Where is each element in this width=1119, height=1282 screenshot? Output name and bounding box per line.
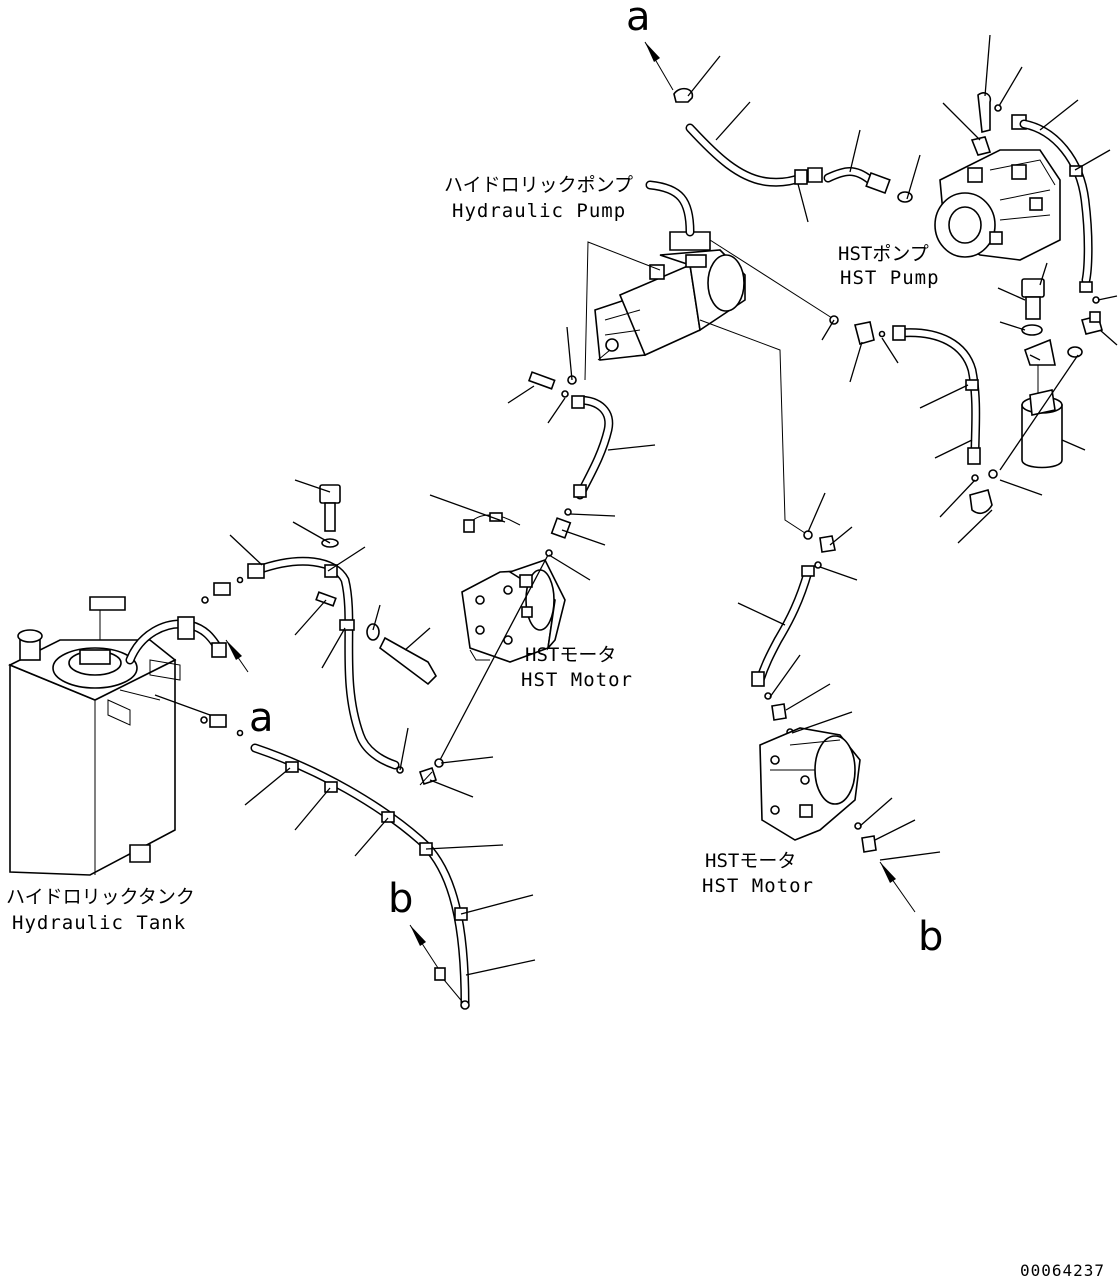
hydraulic-tank bbox=[8, 596, 181, 876]
part-labels: ハイドロリックポンプ Hydraulic Pump HSTポンプ HST Pum… bbox=[6, 174, 940, 934]
hst-motor-upper bbox=[461, 559, 566, 663]
connector-b-hose: b bbox=[388, 876, 413, 922]
pilot-pipe bbox=[463, 512, 521, 533]
hydraulic-tank-label-jp: ハイドロリックタンク bbox=[6, 886, 195, 908]
hose-tank-to-b bbox=[250, 743, 470, 1010]
connector-letters: a a b b bbox=[249, 0, 943, 960]
hst-motor-upper-label-en: HST Motor bbox=[521, 669, 633, 691]
connector-b-motor: b bbox=[918, 914, 943, 960]
connector-arrows bbox=[225, 41, 916, 969]
hst-pump-label-jp: HSTポンプ bbox=[838, 243, 929, 265]
connector-a-tank: a bbox=[249, 695, 274, 741]
tank-suction-hose bbox=[125, 616, 227, 665]
top-suction-hose bbox=[673, 87, 913, 203]
hydraulic-pump bbox=[594, 180, 746, 361]
hst-pump bbox=[934, 92, 1061, 261]
hose-to-lower-motor bbox=[751, 530, 836, 736]
hose-pump-to-motor bbox=[545, 395, 614, 557]
hst-motor-lower bbox=[759, 727, 877, 853]
motor-upper-fittings bbox=[418, 758, 444, 786]
pump-reference-lines bbox=[584, 239, 833, 536]
hydraulic-pump-label-jp: ハイドロリックポンプ bbox=[444, 174, 633, 196]
bolt-and-washer-left bbox=[315, 484, 437, 686]
hydraulic-tank-label-en: Hydraulic Tank bbox=[12, 912, 186, 934]
hst-pump-right-hose bbox=[1011, 114, 1103, 335]
hst-motor-upper-label-jp: HSTモータ bbox=[525, 644, 616, 666]
line-filter bbox=[1021, 278, 1083, 469]
hose-hst-pump-lower bbox=[829, 315, 998, 515]
hose-tank-to-motor bbox=[247, 556, 404, 774]
hst-motor-lower-label-jp: HSTモータ bbox=[705, 850, 796, 872]
leader-lines bbox=[154, 34, 1118, 976]
hydraulic-pump-label-en: Hydraulic Pump bbox=[452, 200, 626, 222]
hst-pump-label-en: HST Pump bbox=[840, 267, 940, 289]
tank-fittings bbox=[200, 576, 244, 737]
pump-fittings bbox=[527, 371, 577, 398]
drawing-number: 00064237 bbox=[1020, 1261, 1105, 1280]
connector-a-top: a bbox=[626, 0, 651, 40]
hst-motor-lower-label-en: HST Motor bbox=[702, 875, 814, 897]
